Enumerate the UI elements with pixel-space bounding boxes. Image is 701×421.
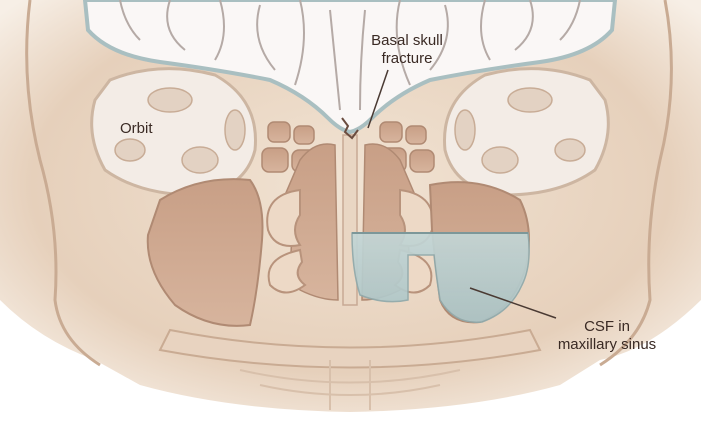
basal-skull-fracture-label: Basal skull fracture [352,32,462,68]
csf-label-line2: maxillary sinus [542,336,672,354]
csf-label-line1: CSF in [542,318,672,336]
fracture-label-line1: Basal skull [352,32,462,50]
fracture-label-line2: fracture [352,50,462,68]
nasal-septum [343,135,357,305]
csf-label: CSF in maxillary sinus [542,318,672,354]
orbit-label: Orbit [120,120,153,138]
